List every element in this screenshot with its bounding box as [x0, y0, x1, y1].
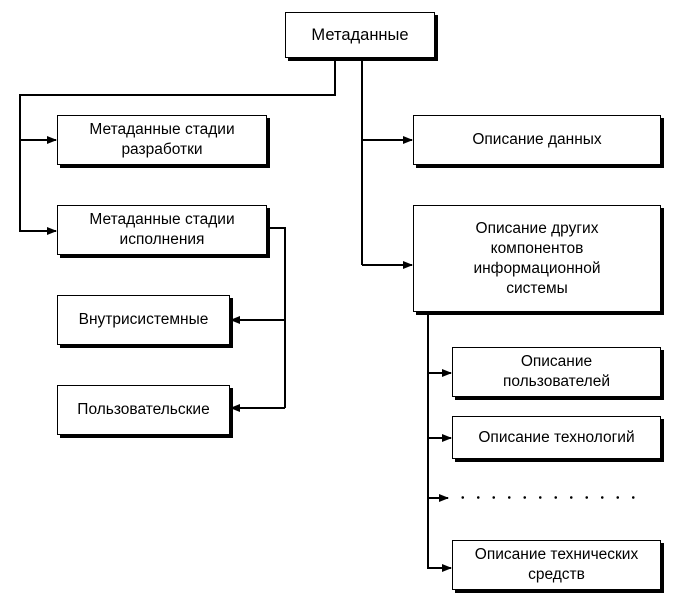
- node-root-label: Метаданные: [311, 26, 409, 44]
- node-users-description-label: Описание пользователей: [502, 353, 611, 390]
- node-user-level-label: Пользовательские: [77, 401, 210, 418]
- node-other-components-label: Описание других компонентов информационн…: [473, 219, 601, 297]
- node-data-description-label: Описание данных: [472, 131, 602, 148]
- edge-root-left-trunk: [19, 58, 336, 232]
- node-technologies-description: Описание технологий: [452, 416, 661, 459]
- node-design-stage-label: Метаданные стадии разработки: [89, 121, 235, 158]
- node-other-components: Описание других компонентов информационн…: [413, 205, 661, 312]
- node-hardware-description: Описание технических средств: [452, 540, 661, 590]
- node-technologies-description-label: Описание технологий: [478, 428, 635, 446]
- node-internal: Внутрисистемные: [57, 295, 230, 345]
- node-runtime-stage: Метаданные стадии исполнения: [57, 205, 267, 255]
- node-data-description: Описание данных: [413, 115, 661, 165]
- edge-runtime-trunk: [267, 227, 286, 408]
- ellipsis-dotted-line: [455, 496, 641, 499]
- node-hardware-description-label: Описание технических средств: [474, 546, 639, 583]
- node-runtime-stage-label: Метаданные стадии исполнения: [89, 211, 235, 248]
- node-root: Метаданные: [285, 12, 435, 58]
- node-internal-label: Внутрисистемные: [78, 311, 209, 328]
- node-design-stage: Метаданные стадии разработки: [57, 115, 267, 165]
- node-user-level: Пользовательские: [57, 385, 230, 435]
- node-users-description: Описание пользователей: [452, 347, 661, 397]
